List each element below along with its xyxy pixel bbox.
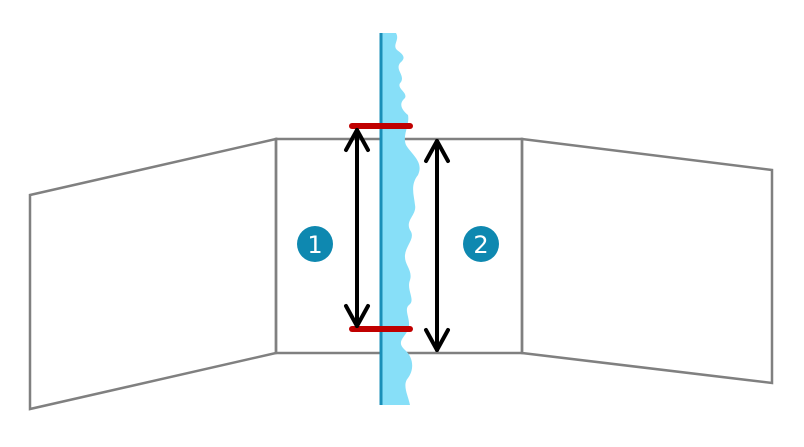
badge-1: 1 (297, 226, 333, 262)
badge-2-label: 2 (473, 231, 488, 259)
right-panel (520, 137, 774, 385)
arrow-2 (424, 139, 450, 352)
badge-2: 2 (463, 226, 499, 262)
left-panel (28, 137, 278, 411)
arrow-1 (344, 128, 370, 328)
badge-1-label: 1 (307, 231, 322, 259)
wavy-edge-fill (381, 33, 420, 405)
